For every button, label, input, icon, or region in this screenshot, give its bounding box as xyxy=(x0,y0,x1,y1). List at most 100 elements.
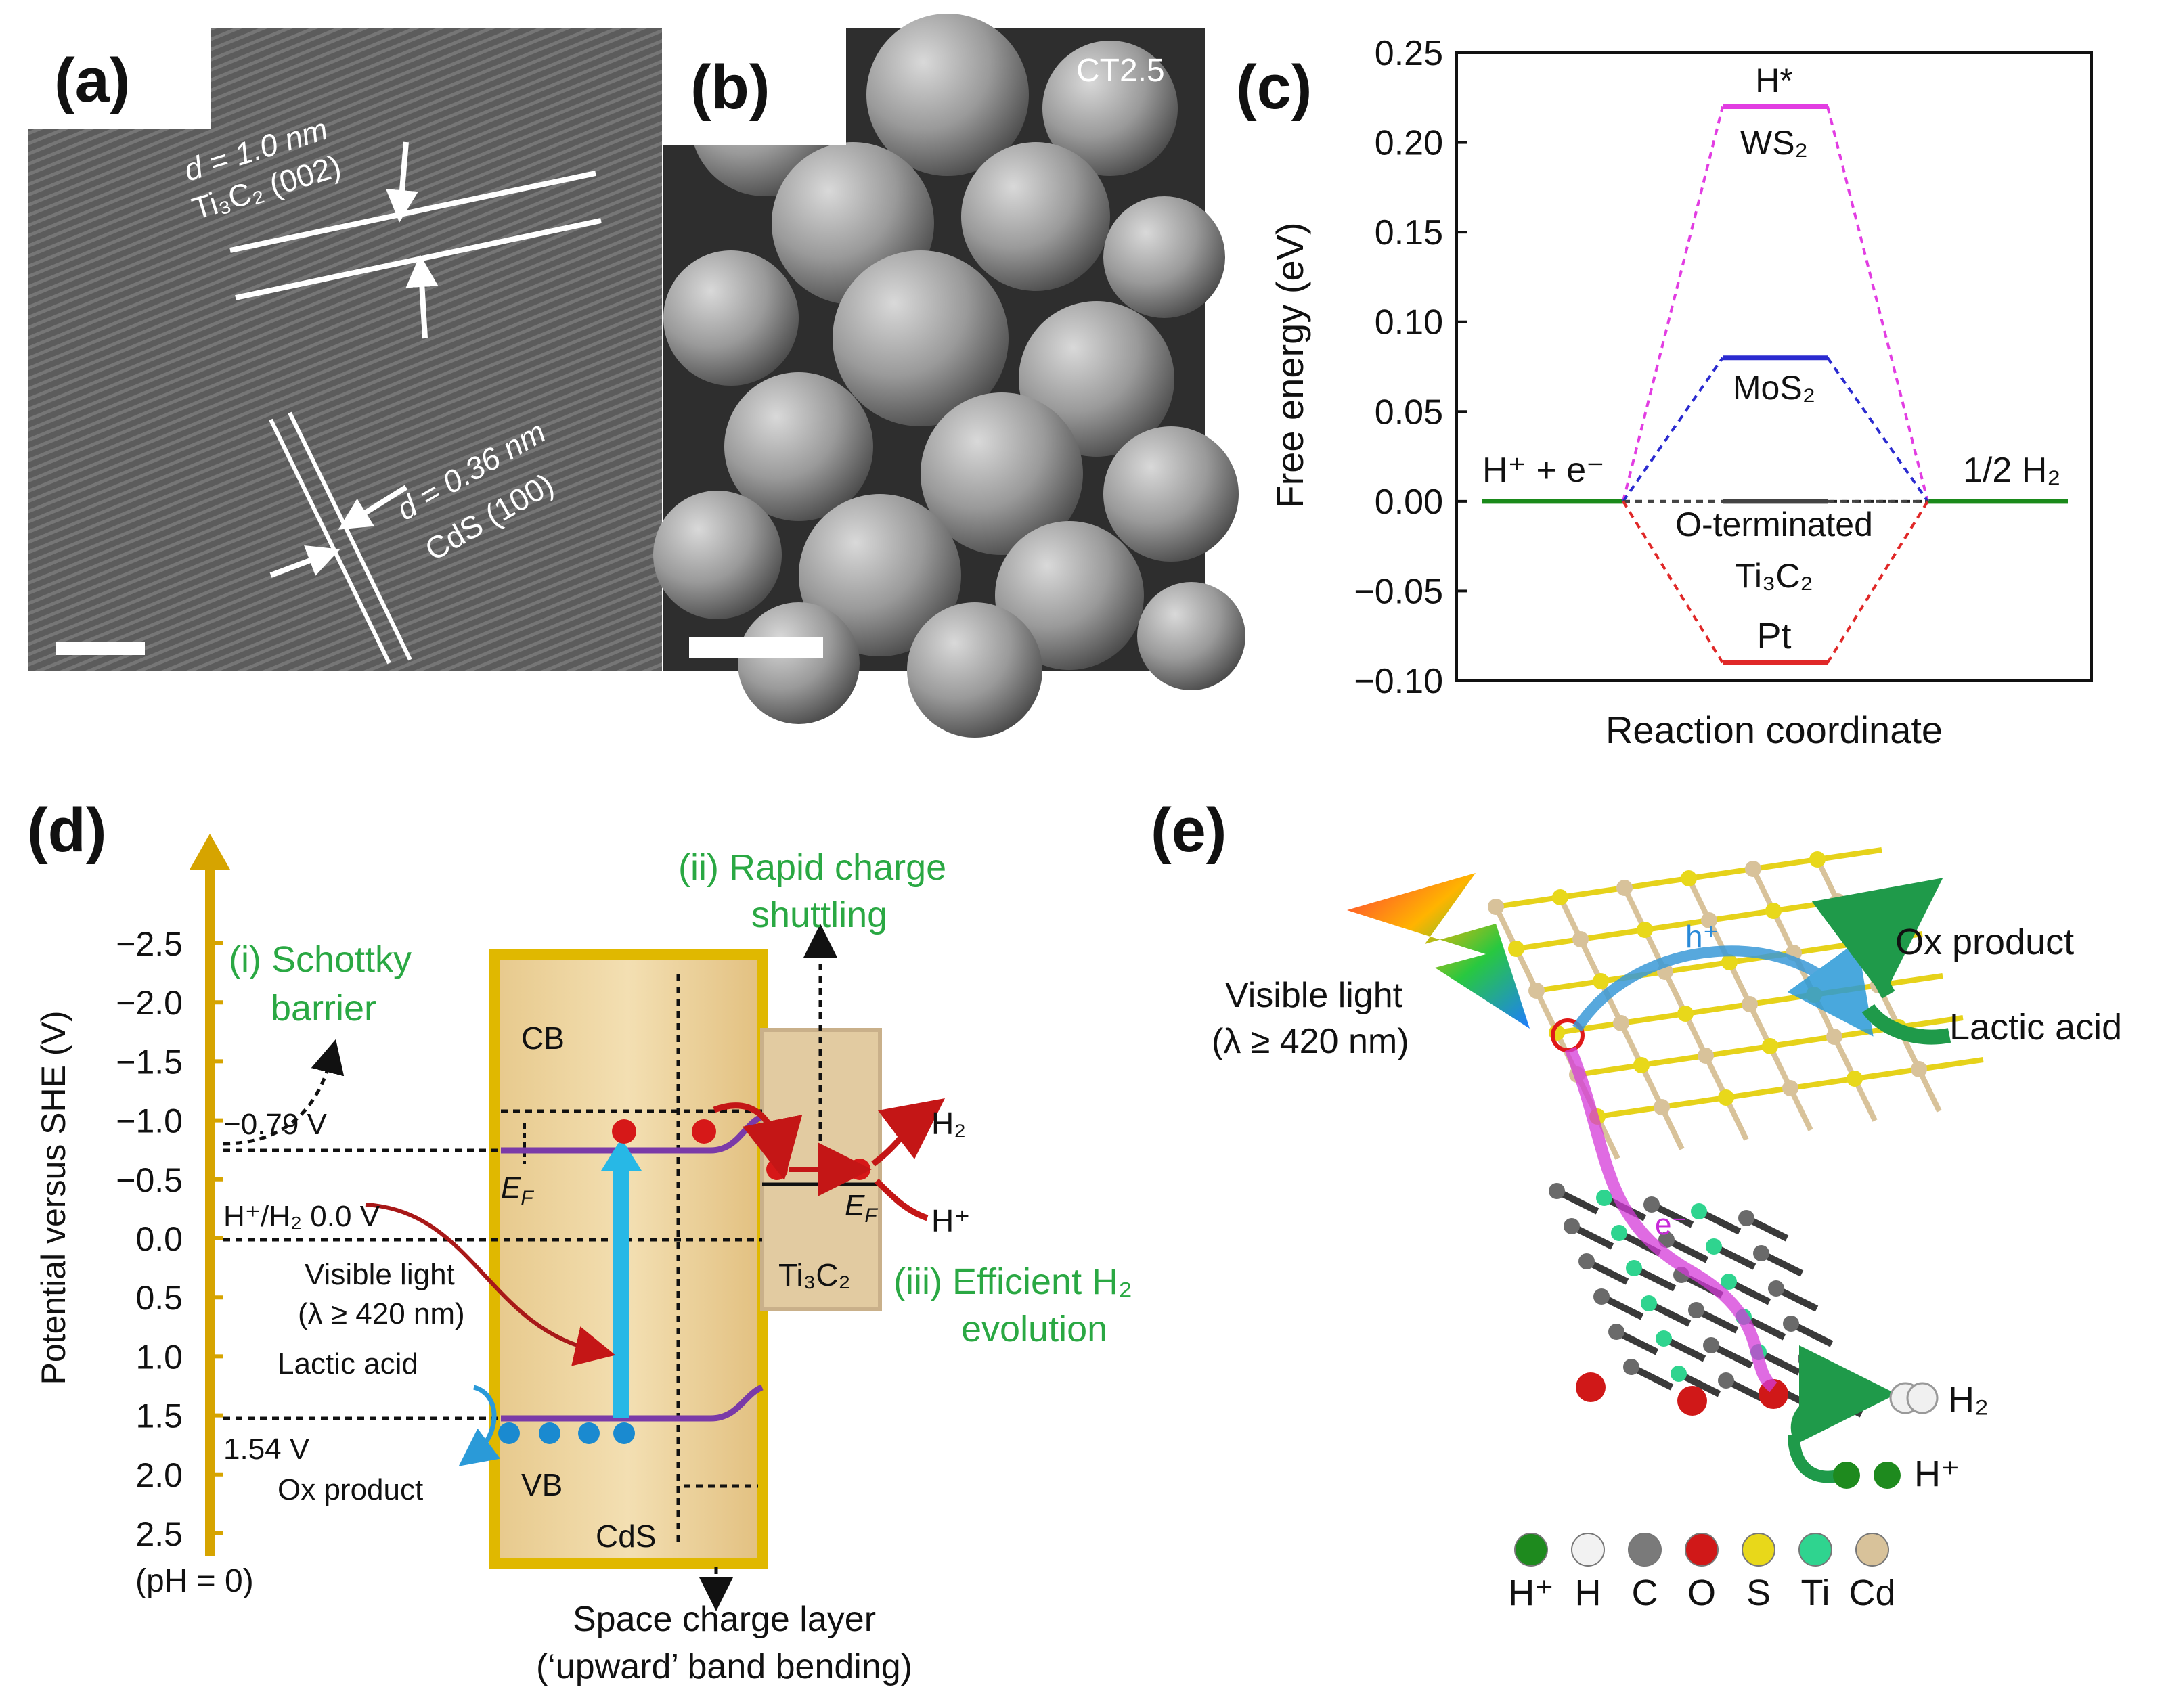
sem-particle xyxy=(663,250,799,386)
atom xyxy=(1552,889,1568,905)
atom xyxy=(1654,1099,1670,1115)
atom xyxy=(1641,1295,1657,1311)
atom xyxy=(1809,851,1826,868)
sem-particle xyxy=(1137,582,1245,690)
atom xyxy=(1721,1274,1737,1290)
y-tick-label: −0.10 xyxy=(1354,662,1443,701)
atom xyxy=(1488,899,1504,915)
e-lactic-acid: Lactic acid xyxy=(1949,1007,2122,1048)
atom xyxy=(1703,1337,1719,1353)
series-connector xyxy=(1622,106,1929,502)
atom xyxy=(1826,1029,1842,1045)
holes xyxy=(498,1422,635,1444)
sem-particle xyxy=(961,142,1110,291)
oterm-label-1: O-terminated xyxy=(1675,505,1873,543)
panel-a: (a) d = 1.0 nm Ti₃C₂ (002) d = 0.36 nm C… xyxy=(28,28,662,671)
potential-tick-label: 1.5 xyxy=(135,1397,183,1435)
atom xyxy=(1656,1330,1672,1347)
atom xyxy=(1782,1080,1798,1096)
hole-label: h⁺ xyxy=(1685,919,1719,954)
bond xyxy=(1705,1043,1771,1058)
bond xyxy=(1752,857,1818,872)
bond xyxy=(1817,847,1882,862)
electron-icon xyxy=(612,1119,636,1144)
bond xyxy=(1725,1085,1791,1100)
state-top-label: H* xyxy=(1755,62,1793,99)
atom xyxy=(1528,983,1545,999)
interface-arrow xyxy=(713,1102,803,1181)
y-tick-label: 0.10 xyxy=(1375,303,1443,342)
electron-icon xyxy=(766,1159,788,1180)
electron-label: e⁻ xyxy=(1655,1208,1687,1241)
e-visible-light-1: Visible light xyxy=(1225,976,1403,1015)
atom xyxy=(1765,903,1782,919)
bond xyxy=(1790,1076,1855,1091)
panel-d: (d) −2.5−2.0−1.5−1.0−0.50.00.51.01.52.02… xyxy=(27,796,1132,1686)
h2-arrow xyxy=(871,1098,945,1167)
y-tick-label: 0.00 xyxy=(1375,482,1443,522)
state-right-label: 1/2 H₂ xyxy=(1963,451,2060,490)
atom xyxy=(1701,912,1717,928)
tem-image xyxy=(28,28,662,671)
legend-label: C xyxy=(1632,1573,1658,1613)
proton-icon xyxy=(1833,1462,1860,1489)
atom xyxy=(1623,1359,1639,1375)
excitation-arrow xyxy=(613,1164,629,1418)
atom xyxy=(1643,1196,1660,1213)
panel-e: (e) h⁺ e⁻ Ox product Lactic acid Visible… xyxy=(1151,796,2122,1613)
sem-particle xyxy=(866,14,1029,176)
arrow-right-icon xyxy=(269,545,340,578)
sem-particle xyxy=(724,372,873,521)
scale-bar xyxy=(56,642,145,655)
oxygen-atom xyxy=(1677,1386,1707,1416)
hh2-potential: H⁺/H₂ 0.0 V xyxy=(223,1200,380,1233)
bond xyxy=(1773,899,1838,914)
e-visible-light-2: (λ ≥ 420 nm) xyxy=(1212,1022,1409,1061)
atom xyxy=(1549,1183,1565,1199)
bond xyxy=(1556,1020,1622,1035)
series-connector xyxy=(1622,357,1929,503)
e-h2-label: H₂ xyxy=(1948,1379,1989,1420)
proton-icon xyxy=(1874,1462,1901,1489)
lightning-bolt-icon xyxy=(1347,873,1530,1029)
ws2-label: WS₂ xyxy=(1740,124,1808,162)
atom xyxy=(1564,1218,1580,1234)
space-charge-1: Space charge layer xyxy=(573,1600,876,1639)
atom xyxy=(1596,1190,1612,1206)
legend-label: H⁺ xyxy=(1508,1573,1554,1613)
lattice-line xyxy=(288,411,412,661)
atom xyxy=(1847,1071,1863,1087)
y-axis-label: Free energy (eV) xyxy=(1268,222,1311,508)
y-tick-label: 0.15 xyxy=(1375,213,1443,252)
bond xyxy=(1708,908,1774,923)
legend-swatch xyxy=(1628,1533,1662,1567)
y-tick-label: 0.05 xyxy=(1375,392,1443,432)
panel-e-letter: (e) xyxy=(1151,796,1226,865)
hole-icon xyxy=(498,1422,520,1444)
potential-tick-label: −1.5 xyxy=(116,1043,183,1081)
efficient-label-1: (iii) Efficient H₂ xyxy=(893,1261,1132,1302)
e-ox-product: Ox product xyxy=(1895,922,2074,962)
ox-product-label: Ox product xyxy=(278,1473,423,1506)
potential-tick-label: 1.0 xyxy=(135,1338,183,1376)
chart-plot xyxy=(1482,104,2068,665)
h2-arrow xyxy=(1790,1345,1897,1445)
panel-b: (b) CT2.5 xyxy=(653,14,1245,738)
mos2-label: MoS₂ xyxy=(1733,369,1815,407)
rapid-label-2: shuttling xyxy=(751,895,887,935)
state-left-label: H⁺ + e⁻ xyxy=(1482,451,1605,490)
sample-label: CT2.5 xyxy=(1076,53,1165,89)
legend-label: H xyxy=(1575,1573,1601,1613)
bond xyxy=(1536,979,1601,993)
hplus-arrow xyxy=(874,1178,929,1221)
e-hplus-label: H⁺ xyxy=(1914,1454,1960,1494)
bond xyxy=(1560,885,1625,900)
visible-light-2: (λ ≥ 420 nm) xyxy=(298,1297,465,1330)
legend-swatch xyxy=(1571,1533,1605,1567)
x-axis-label: Reaction coordinate xyxy=(1606,709,1943,751)
electron-icon xyxy=(849,1159,870,1180)
lactic-arrow xyxy=(1861,1004,1951,1045)
atom xyxy=(1745,861,1761,877)
legend-swatch xyxy=(1742,1533,1775,1567)
valence-band xyxy=(501,1384,764,1422)
